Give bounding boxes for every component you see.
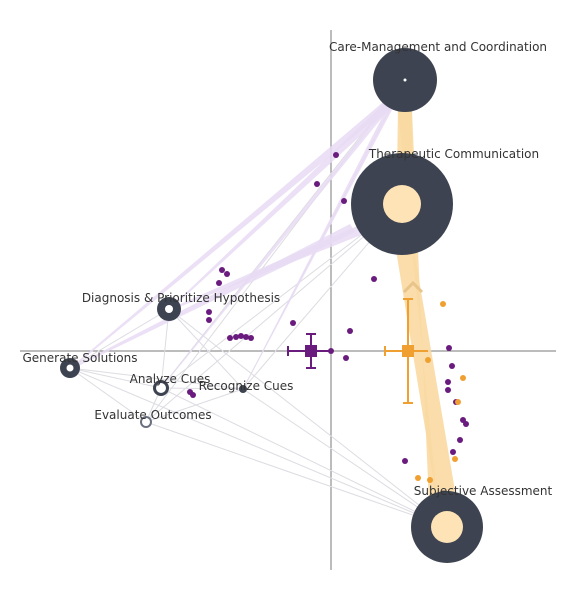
node-label: Diagnosis & Prioritize Hypothesis <box>82 291 280 305</box>
node-care-management[interactable] <box>373 48 437 112</box>
node-label: Subjective Assessment <box>414 484 553 498</box>
node-label: Care-Management and Coordination <box>329 40 547 54</box>
node-analyze-cues[interactable] <box>153 380 169 396</box>
node-label: Generate Solutions <box>23 351 138 365</box>
node-label: Evaluate Outcomes <box>94 408 211 422</box>
node-label: Analyze Cues <box>130 372 211 386</box>
node-label: Therapeutic Communication <box>368 147 539 161</box>
node-evaluate-outcomes[interactable] <box>140 416 152 428</box>
node-label: Recognize Cues <box>199 379 294 393</box>
node-diagnosis-prioritize[interactable] <box>157 297 181 321</box>
node-therapeutic-communication[interactable] <box>351 153 453 255</box>
orange-points <box>415 301 466 483</box>
edges-purple <box>70 86 408 390</box>
node-recognize-cues[interactable] <box>239 385 247 393</box>
purple-mean-marker <box>287 333 331 369</box>
purple-points <box>187 152 469 464</box>
orange-mean-marker <box>384 298 428 404</box>
edge-direction-arrow <box>402 280 424 294</box>
node-generate-solutions[interactable] <box>60 358 80 378</box>
node-subjective-assessment[interactable] <box>411 491 483 563</box>
